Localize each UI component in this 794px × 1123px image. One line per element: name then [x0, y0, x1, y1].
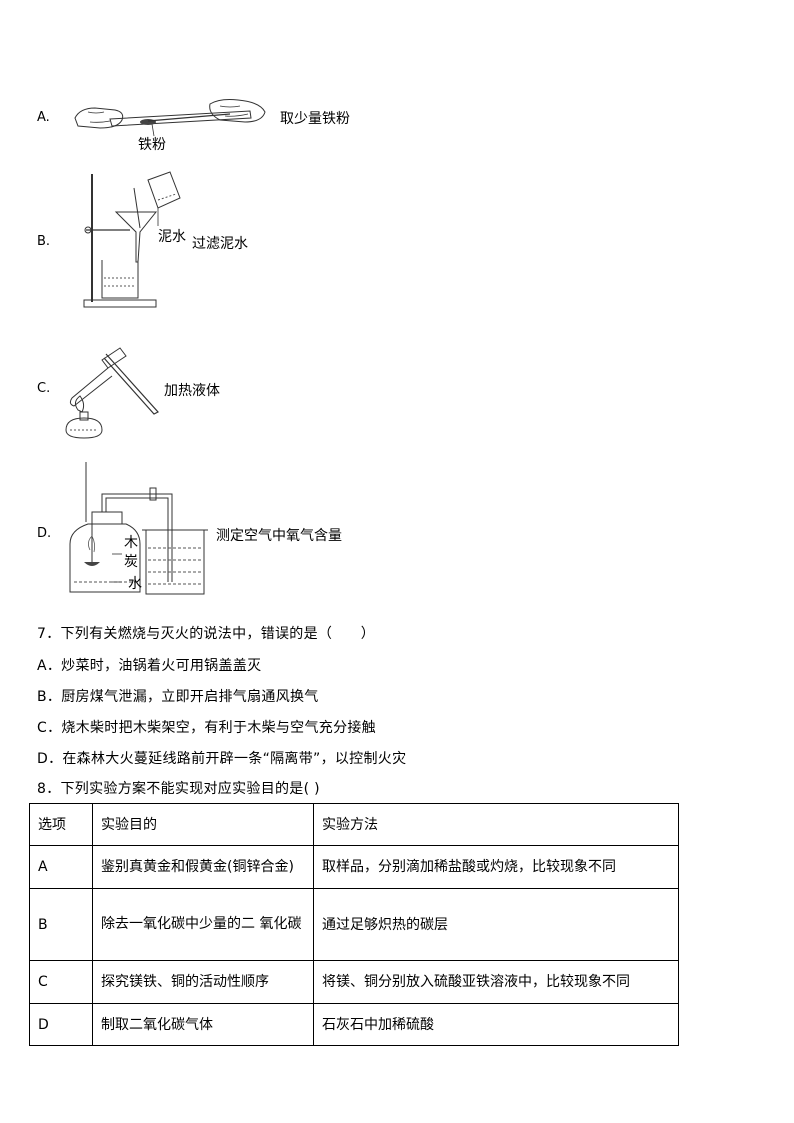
- iron-powder-label: 铁粉: [138, 137, 166, 153]
- table-row: D 制取二氧化碳气体 石灰石中加稀硫酸: [29, 1003, 679, 1046]
- q7-stem: 7．下列有关燃烧与灭火的说法中，错误的是（ ）: [37, 626, 376, 642]
- row-a-purpose: 鉴别真黄金和假黄金(铜锌合金): [92, 845, 314, 889]
- option-d-caption: 测定空气中氧气含量: [216, 528, 342, 544]
- row-a-option: A: [29, 845, 93, 889]
- option-a-letter: A.: [37, 110, 50, 125]
- q7-choice-c: C．烧木柴时把木柴架空，有利于木柴与空气充分接触: [37, 720, 376, 736]
- row-d-purpose: 制取二氧化碳气体: [92, 1003, 314, 1046]
- table-row: C 探究镁铁、铜的活动性顺序 将镁、铜分别放入硫酸亚铁溶液中，比较现象不同: [29, 960, 679, 1004]
- test-tube-iron-powder-illustration: [74, 99, 266, 137]
- water-label: 水: [128, 576, 142, 592]
- q7-choice-b: B．厨房煤气泄漏，立即开启排气扇通风换气: [37, 689, 319, 705]
- option-d-letter: D.: [37, 526, 52, 541]
- option-b-letter: B.: [37, 234, 51, 249]
- row-c-option: C: [29, 960, 93, 1004]
- filtration-apparatus-illustration: [83, 171, 181, 308]
- oxygen-content-apparatus-illustration: [69, 462, 208, 595]
- row-b-purpose: 除去一氧化碳中少量的二 氧化碳: [92, 888, 314, 961]
- table-row: B 除去一氧化碳中少量的二 氧化碳 通过足够炽热的碳层: [29, 888, 679, 961]
- q8-stem: 8．下列实验方案不能实现对应实验目的是( ): [37, 781, 320, 797]
- option-a-caption: 取少量铁粉: [280, 111, 350, 127]
- option-c-letter: C.: [37, 381, 51, 396]
- row-c-method: 将镁、铜分别放入硫酸亚铁溶液中，比较现象不同: [313, 960, 679, 1004]
- charcoal-label-2: 炭: [124, 554, 138, 570]
- option-c-caption: 加热液体: [164, 383, 220, 399]
- row-c-purpose: 探究镁铁、铜的活动性顺序: [92, 960, 314, 1004]
- row-b-method: 通过足够炽热的碳层: [313, 888, 679, 961]
- option-b-caption: 过滤泥水: [192, 236, 248, 252]
- row-a-method: 取样品，分别滴加稀盐酸或灼烧，比较现象不同: [313, 845, 679, 889]
- heating-liquid-illustration: [65, 347, 159, 439]
- table-header-row: 选项 实验目的 实验方法: [29, 803, 679, 846]
- header-purpose: 实验目的: [92, 803, 314, 846]
- header-option: 选项: [29, 803, 93, 846]
- row-d-method: 石灰石中加稀硫酸: [313, 1003, 679, 1046]
- table-row: A 鉴别真黄金和假黄金(铜锌合金) 取样品，分别滴加稀盐酸或灼烧，比较现象不同: [29, 845, 679, 889]
- q7-choice-a: A．炒菜时，油锅着火可用锅盖盖灭: [37, 658, 262, 674]
- mud-water-label: 泥水: [158, 229, 186, 245]
- experiment-table: 选项 实验目的 实验方法 A 鉴别真黄金和假黄金(铜锌合金) 取样品，分别滴加稀…: [29, 803, 679, 1046]
- q7-choice-d: D．在森林大火蔓延线路前开辟一条“隔离带”，以控制火灾: [37, 751, 407, 767]
- charcoal-label-1: 木: [124, 535, 138, 551]
- row-b-option: B: [29, 888, 93, 961]
- header-method: 实验方法: [313, 803, 679, 846]
- row-d-option: D: [29, 1003, 93, 1046]
